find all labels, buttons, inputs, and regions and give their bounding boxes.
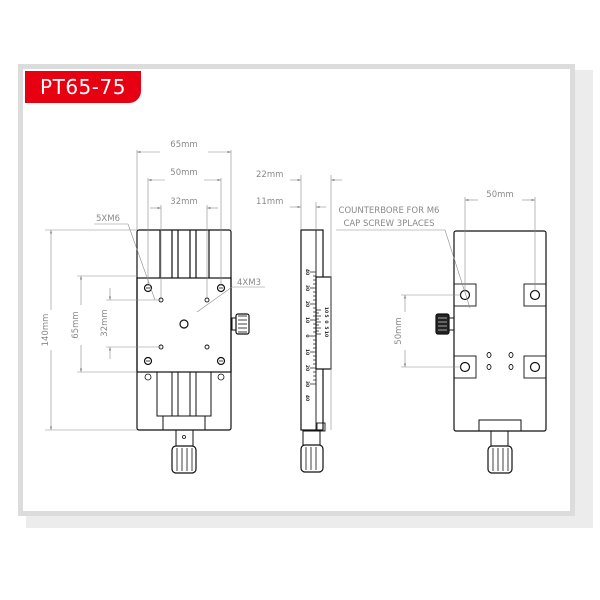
svg-text:5: 5 (323, 314, 329, 317)
model-tag: PT65-75 (25, 71, 141, 103)
dim-50mm-rear-width: 50mm (486, 190, 513, 200)
side-view (300, 229, 332, 473)
dim-32mm: 32mm (170, 197, 197, 207)
dim-11mm: 11mm (256, 197, 283, 207)
dim-140mm: 140mm (41, 314, 51, 347)
svg-text:10: 10 (323, 331, 329, 337)
callout-5xm6: 5XM6 (96, 214, 120, 224)
dim-50mm-rear-height: 50mm (394, 317, 404, 344)
callout-counterbore-line2: CAP SCREW 3PLACES (343, 219, 434, 229)
svg-text:0: 0 (323, 320, 329, 323)
side-dimensions (290, 175, 342, 430)
svg-text:30: 30 (304, 285, 310, 291)
dim-65mm: 65mm (170, 140, 197, 150)
dim-22mm: 22mm (256, 170, 283, 180)
svg-text:10: 10 (304, 349, 310, 355)
callout-counterbore-line1: COUNTERBORE FOR M6 (339, 206, 440, 216)
dim-65mm-vertical: 65mm (71, 311, 81, 338)
front-view (136, 229, 250, 474)
dim-50mm: 50mm (170, 168, 197, 178)
front-dimensions (45, 150, 265, 431)
side-scale-labels: 40 30 20 10 0 10 20 30 40 10 5 0 5 10 (304, 269, 329, 401)
drawing-frame (18, 64, 575, 516)
svg-text:40: 40 (304, 395, 310, 401)
svg-text:10: 10 (304, 317, 310, 323)
rear-view (435, 230, 547, 474)
svg-text:20: 20 (304, 301, 310, 307)
dim-32mm-vertical: 32mm (100, 309, 110, 336)
rear-dimensions (336, 197, 536, 368)
svg-text:20: 20 (304, 365, 310, 371)
callout-4xm3: 4XM3 (237, 278, 261, 288)
svg-text:5: 5 (323, 326, 329, 329)
svg-text:30: 30 (304, 381, 310, 387)
svg-text:0: 0 (304, 334, 310, 337)
svg-text:10: 10 (323, 307, 329, 313)
svg-text:40: 40 (304, 269, 310, 275)
